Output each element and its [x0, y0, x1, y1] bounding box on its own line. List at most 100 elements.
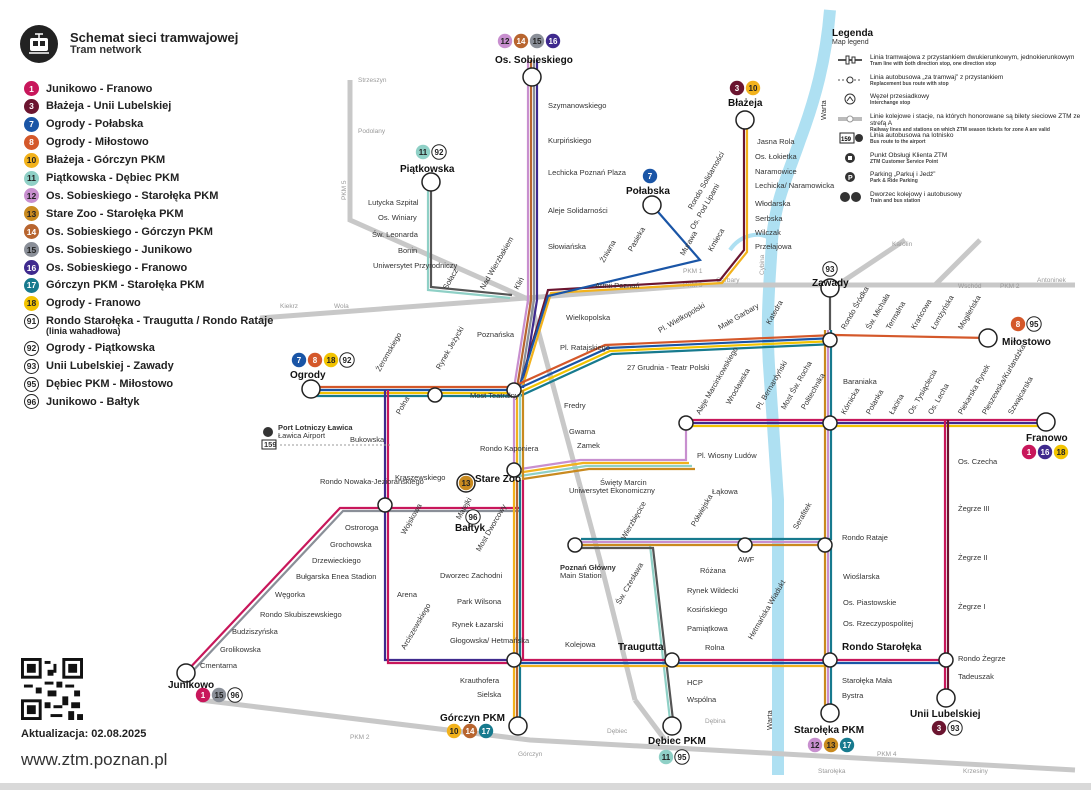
route-badge: 16 [24, 260, 39, 275]
svg-text:Kosińskiego: Kosińskiego [687, 605, 727, 614]
line-badge-text: 93 [951, 724, 960, 733]
route-name: Ogrody - Połabska [46, 118, 144, 131]
line-badge-93 [822, 261, 838, 277]
svg-text:Kórnicka: Kórnicka [839, 386, 862, 416]
line-badge-10 [446, 723, 462, 739]
rail-cybina: Cybina [759, 254, 766, 275]
svg-text:Kraszewskiego: Kraszewskiego [395, 473, 445, 482]
line-badge-text: 96 [231, 691, 240, 700]
route-note: (linia wahadłowa) [46, 325, 121, 336]
route-item-15[interactable]: 15 Os. Sobieskiego - Junikowo [24, 241, 192, 258]
line-badge-text: 93 [826, 265, 835, 274]
line-badge-18 [1053, 444, 1069, 460]
line-badge-text: 13 [827, 741, 836, 750]
airport-bus-icon: 159 [839, 132, 863, 144]
line-badge-17 [839, 737, 855, 753]
line-badge-text: 92 [435, 148, 444, 157]
line-badge-text: 18 [1057, 448, 1066, 457]
rail-antoninek: Antoninek [1037, 277, 1067, 284]
qr-code[interactable] [21, 658, 83, 720]
legend-title: Legenda [832, 28, 874, 39]
route-badge: 15 [24, 242, 39, 258]
svg-text:Fredry: Fredry [564, 401, 586, 410]
route-badge: 96 [24, 394, 39, 410]
route-badge: 8 [24, 134, 39, 150]
website-link[interactable]: www.ztm.poznan.pl [21, 750, 168, 769]
terminus-sobieskiego: Os. Sobieskiego [495, 55, 573, 66]
svg-text:Łacina: Łacina [887, 392, 906, 416]
svg-text:Park Wilsona: Park Wilsona [457, 597, 502, 606]
route-name: Os. Sobieskiego - Junikowo [46, 243, 193, 256]
svg-text:Aleje Solidarności: Aleje Solidarności [548, 206, 608, 215]
warta-label: Warta [819, 99, 828, 120]
terminus-blazeja: Błażeja [728, 98, 763, 109]
svg-text:Święty Marcin: Święty Marcin [600, 478, 647, 487]
svg-text:Jasna Rola: Jasna Rola [757, 137, 795, 146]
route-name: Piątkowska - Dębiec PKM [46, 172, 180, 184]
svg-text:Uniwersytet Przyrodniczy: Uniwersytet Przyrodniczy [373, 261, 457, 270]
hub-poznan-glowny: Poznań Główny [560, 563, 617, 572]
svg-text:Św. Czesława: Św. Czesława [614, 560, 646, 606]
line-badge-text: 7 [648, 172, 653, 181]
svg-text:Rondo Nowaka-Jeziorańskiego: Rondo Nowaka-Jeziorańskiego [320, 477, 424, 486]
svg-text:Wilczak: Wilczak [755, 228, 781, 237]
line-badge-93 [947, 720, 963, 736]
svg-text:Lutycka Szpital: Lutycka Szpital [368, 198, 419, 207]
legend-subtitle: Map legend [832, 39, 869, 46]
line-badge-text: 11 [419, 148, 428, 157]
svg-text:Arciszewskiego: Arciszewskiego [399, 602, 433, 651]
line-badge-text: 16 [1041, 448, 1050, 457]
terminus-junikowo: Junikowo [168, 680, 214, 691]
svg-text:Ławica Airport: Ławica Airport [278, 431, 326, 440]
rail-pkm5: PKM 5 [341, 180, 348, 200]
svg-text:Pl. Ratajskiego: Pl. Ratajskiego [560, 343, 610, 352]
legend-item: Linia autobusowa „za tramwaj” z przystan… [870, 73, 1004, 87]
line-badge-13 [823, 737, 839, 753]
svg-text:Pamiątkowa: Pamiątkowa [687, 624, 729, 633]
svg-text:Łąkowa: Łąkowa [712, 487, 739, 496]
route-name: Unii Lubelskiej - Zawady [46, 360, 174, 373]
svg-text:Wielkopolska: Wielkopolska [566, 313, 611, 322]
route-name: Stare Zoo - Starołęka PKM [46, 207, 184, 220]
terminus-debiec: Dębiec PKM [648, 736, 706, 747]
line-badge-text: 16 [549, 37, 558, 46]
line-badge-1 [195, 687, 211, 703]
cybina-river [728, 232, 774, 252]
svg-text:Rynek Jeżycki: Rynek Jeżycki [434, 325, 466, 371]
line-badge-text: 3 [937, 724, 942, 733]
line-badge-text: 13 [462, 479, 471, 488]
line-badge-text: 7 [297, 356, 302, 365]
terminus-ogrody: Ogrody [290, 370, 326, 381]
svg-text:Słowiańska: Słowiańska [548, 242, 587, 251]
svg-text:Os. Czecha: Os. Czecha [958, 457, 998, 466]
rail-staroleka: Starołęka [818, 768, 846, 775]
svg-text:Rondo Rataje: Rondo Rataje [842, 533, 888, 542]
terminus-piatkowska: Piątkowska [400, 164, 455, 175]
svg-text:Naramowice: Naramowice [755, 167, 797, 176]
rail-pkm4: PKM 4 [877, 751, 897, 758]
svg-text:Żeromskiego: Żeromskiego [374, 331, 403, 373]
svg-text:Tadeuszak: Tadeuszak [958, 672, 994, 681]
line-badge-text: 18 [327, 356, 336, 365]
svg-text:Rynek Wildecki: Rynek Wildecki [687, 586, 739, 595]
